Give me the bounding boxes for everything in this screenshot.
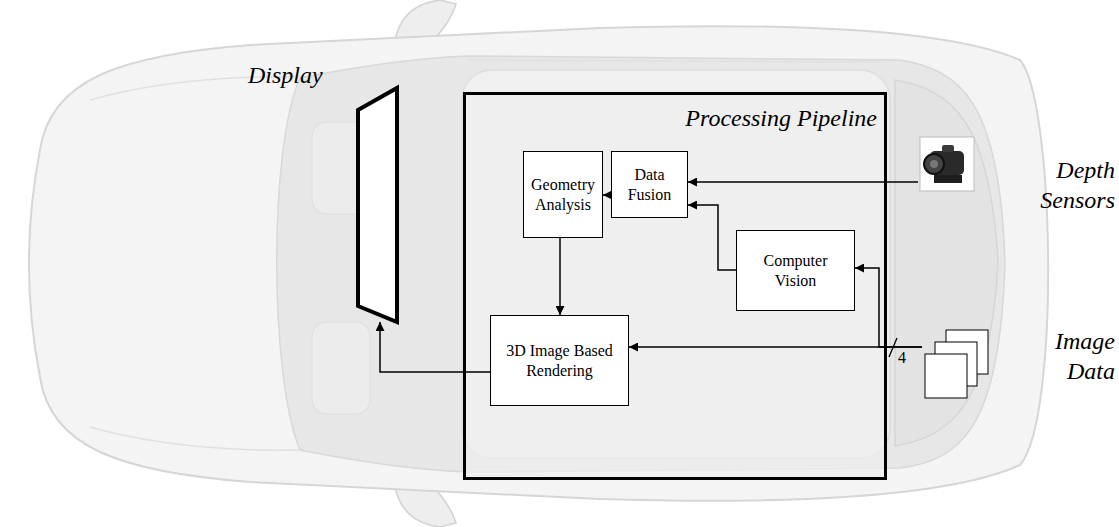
image-stack-node: Image Data bbox=[922, 322, 1115, 404]
display-symbol bbox=[246, 60, 406, 322]
hood-line bbox=[90, 427, 320, 450]
camera-lens bbox=[924, 154, 944, 174]
display-node: Display bbox=[246, 60, 406, 322]
box-label: Data Fusion bbox=[618, 165, 681, 203]
image-stack-icon bbox=[922, 322, 992, 404]
node-label: Depth Sensors bbox=[1029, 155, 1115, 215]
group-heading: Processing Pipeline bbox=[466, 105, 884, 131]
camera-top bbox=[942, 145, 954, 152]
process-box: 3D Image Based Rendering bbox=[490, 315, 629, 406]
box-label: 3D Image Based Rendering bbox=[497, 341, 622, 379]
node-label: Display bbox=[246, 60, 406, 88]
connector-arrow bbox=[603, 194, 611, 196]
process-box: Data Fusion bbox=[611, 151, 688, 218]
icon-frame bbox=[920, 137, 974, 191]
node-label: Image Data bbox=[1029, 326, 1115, 386]
box-label: Geometry Analysis bbox=[530, 175, 596, 213]
lens-glass bbox=[930, 160, 938, 168]
bus-width-label: 4 bbox=[898, 350, 906, 366]
sensor-node: Depth Sensors bbox=[918, 135, 1115, 225]
edge-label-holder: 4 bbox=[898, 350, 906, 366]
car-body bbox=[29, 26, 1048, 501]
box-label: Computer Vision bbox=[743, 251, 848, 289]
rear-window bbox=[895, 80, 998, 446]
connector-arrow bbox=[559, 238, 561, 315]
camera-mount bbox=[934, 175, 962, 183]
seat bbox=[312, 322, 370, 414]
door-line bbox=[470, 60, 880, 62]
display-shape bbox=[358, 88, 397, 322]
process-box: Geometry Analysis bbox=[523, 151, 603, 238]
depth-camera-icon bbox=[918, 135, 978, 195]
pipeline-group: Processing PipelineGeometry Analysis Data… bbox=[463, 92, 887, 480]
process-box: Computer Vision bbox=[736, 230, 855, 311]
connector-arrow bbox=[629, 346, 922, 348]
image-frame bbox=[925, 354, 967, 398]
connector-arrow bbox=[688, 181, 918, 183]
